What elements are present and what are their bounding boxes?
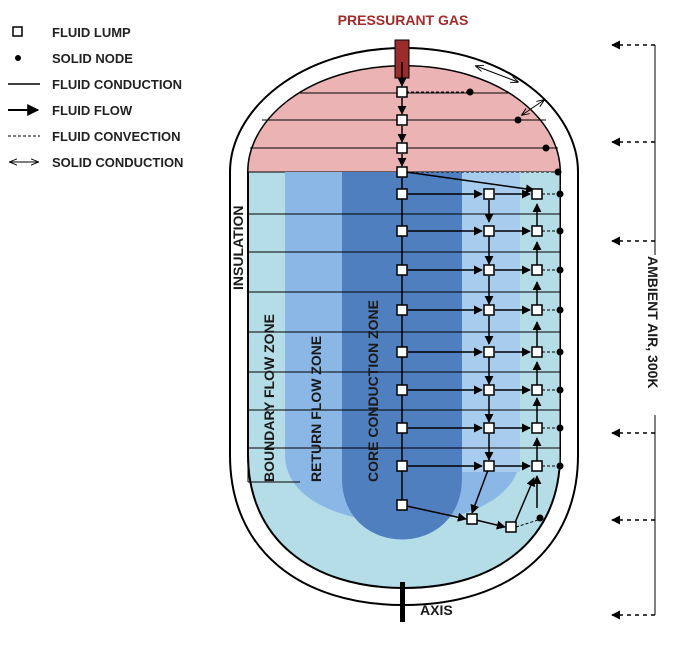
legend-fluid-lump-label: FLUID LUMP	[52, 25, 131, 40]
tank	[229, 39, 579, 622]
legend-fluid-convection-label: FLUID CONVECTION	[52, 129, 181, 144]
convection-lines	[406, 91, 559, 528]
axis-label: AXIS	[420, 602, 453, 618]
legend-solid-node: SOLID NODE	[15, 51, 133, 66]
core-conduction-zone-label: CORE CONDUCTION ZONE	[365, 300, 381, 482]
zone-dividers	[247, 172, 561, 483]
legend-solid-node-label: SOLID NODE	[52, 51, 133, 66]
solid-conduction-arrows	[476, 66, 544, 115]
ambient-air-label-bg	[644, 255, 666, 415]
legend-fluid-flow-label: FLUID FLOW	[52, 103, 133, 118]
legend-fluid-conduction: FLUID CONDUCTION	[8, 77, 182, 92]
legend-solid-conduction: SOLID CONDUCTION	[10, 155, 183, 170]
return-flow-zone-label: RETURN FLOW ZONE	[308, 336, 324, 482]
core-flow-arrows	[397, 62, 542, 530]
axis-post	[400, 582, 405, 622]
legend-fluid-conduction-label: FLUID CONDUCTION	[52, 77, 182, 92]
fluid-conduction-grid	[248, 213, 560, 449]
pressurant-gas-label: PRESSURANT GAS	[338, 12, 469, 28]
solid-node-icon	[15, 55, 21, 61]
solid-nodes	[466, 88, 564, 522]
legend: FLUID LUMP SOLID NODE FLUID CONDUCTION F…	[8, 25, 183, 170]
legend-fluid-lump: FLUID LUMP	[12, 25, 131, 40]
boundary-flow-zone-label: BOUNDARY FLOW ZONE	[261, 314, 277, 482]
ambient-air-label: AMBIENT AIR, 300K	[645, 256, 661, 389]
legend-fluid-convection: FLUID CONVECTION	[8, 129, 181, 144]
insulation-label: INSULATION	[230, 205, 246, 290]
lateral-flow-arrows	[408, 189, 531, 471]
fluid-lumps	[396, 86, 543, 533]
legend-solid-conduction-label: SOLID CONDUCTION	[52, 155, 183, 170]
fluid-lump-icon	[12, 26, 23, 37]
legend-fluid-flow: FLUID FLOW	[8, 103, 133, 118]
